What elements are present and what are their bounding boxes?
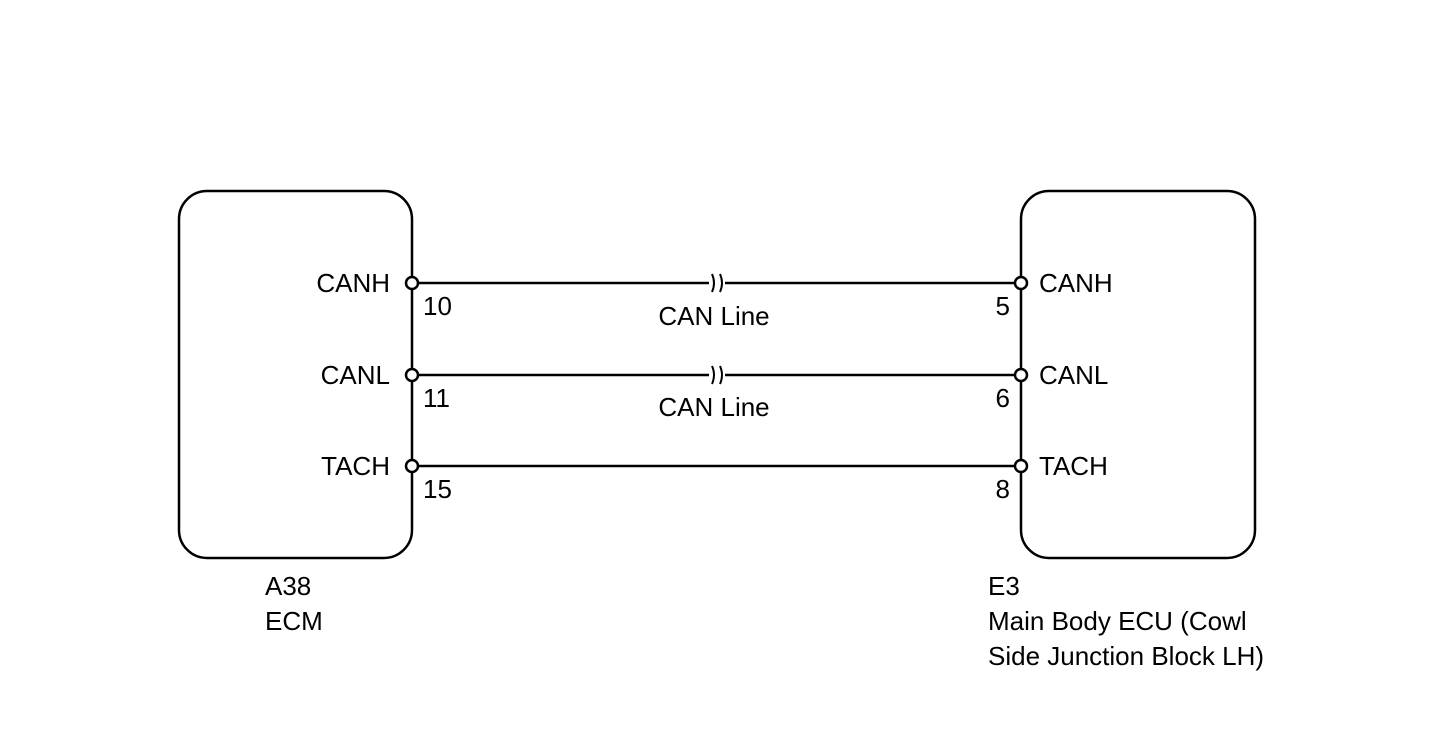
ecu-pin-number-5: 5 xyxy=(996,291,1010,321)
ecm-pin-number-15: 15 xyxy=(423,474,452,504)
ecu-connector-code: E3 xyxy=(988,571,1020,601)
ecu-pin-signal-canh: CANH xyxy=(1039,268,1113,298)
ecu-pin-signal-canl: CANL xyxy=(1039,360,1108,390)
ecu-component-name-line2: Side Junction Block LH) xyxy=(988,641,1264,671)
wire-label-canh: CAN Line xyxy=(658,301,769,331)
ecm-pin-signal-tach: TACH xyxy=(321,451,390,481)
wire-label-canl: CAN Line xyxy=(658,392,769,422)
ecm-pin-number-11: 11 xyxy=(423,383,450,413)
ecm-pin-signal-canh: CANH xyxy=(316,268,390,298)
ecm-pin-signal-canl: CANL xyxy=(321,360,390,390)
pin-terminal-ecu-tach xyxy=(1013,458,1029,474)
ecu-pin-number-6: 6 xyxy=(996,383,1010,413)
ecm-connector-code: A38 xyxy=(265,571,311,601)
ecu-component-name-line1: Main Body ECU (Cowl xyxy=(988,606,1247,636)
pin-terminal-ecm-tach xyxy=(404,458,420,474)
ecu-pin-number-8: 8 xyxy=(996,474,1010,504)
pin-terminal-ecu-canh xyxy=(1013,275,1029,291)
wire-break-symbol-canh xyxy=(709,273,725,293)
pin-terminal-ecm-canh xyxy=(404,275,420,291)
pin-terminal-ecu-canl xyxy=(1013,367,1029,383)
ecu-pin-signal-tach: TACH xyxy=(1039,451,1108,481)
ecm-pin-number-10: 10 xyxy=(423,291,452,321)
wire-break-symbol-canl xyxy=(709,365,725,385)
pin-terminal-ecm-canl xyxy=(404,367,420,383)
ecm-component-name: ECM xyxy=(265,606,323,636)
